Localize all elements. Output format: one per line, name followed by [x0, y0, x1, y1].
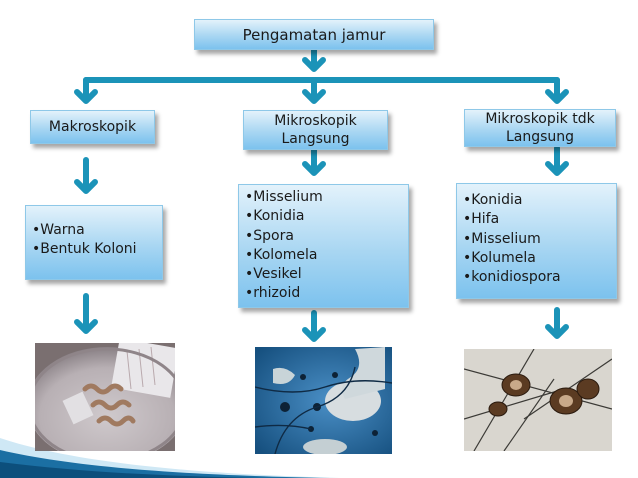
list-box-mikroskopik-langsung: •Misselium •Konidia •Spora •Kolomela •Ve… [238, 184, 409, 308]
list-item: •Konidia [463, 192, 523, 208]
decorative-swoosh [0, 438, 340, 478]
list-item: •Bentuk Koloni [32, 241, 137, 258]
diagram-title: Pengamatan jamur [242, 25, 386, 44]
list-item: •rhizoid [245, 285, 301, 302]
list-item: •Misselium [245, 189, 323, 205]
heading-mikroskopik-tdk-langsung: Mikroskopik tdk Langsung [464, 109, 616, 147]
heading-line-2: Langsung [505, 129, 575, 145]
sporangia-micrograph-photo [464, 349, 612, 451]
list-item: •Hifa [463, 211, 500, 228]
list-item: •Konidia [245, 208, 305, 225]
list-item: •Spora [245, 227, 294, 244]
list-item: •Kolumela [463, 249, 536, 266]
list-box-mikroskopik-tdk-langsung: •Konidia •Hifa •Misselium •Kolumela •kon… [456, 183, 617, 299]
list-item: •Kolomela [245, 246, 318, 263]
list-item: •konidiospora [463, 269, 561, 286]
heading-mikroskopik-langsung: Mikroskopik Langsung [243, 110, 388, 150]
list-item: •Warna [32, 222, 85, 238]
title-box: Pengamatan jamur [194, 19, 434, 50]
heading-makroskopik: Makroskopik [30, 110, 155, 144]
list-item: •Misselium [463, 230, 541, 247]
list-item: •Vesikel [245, 266, 302, 283]
heading-line-1: Mikroskopik [274, 113, 357, 129]
heading-makroskopik-text: Makroskopik [48, 119, 137, 135]
list-box-makroskopik: •Warna •Bentuk Koloni [25, 205, 163, 280]
heading-line-2: Langsung [281, 131, 350, 147]
petri-dish-colony-photo [35, 343, 175, 451]
stained-micrograph-photo [255, 347, 392, 454]
heading-line-1: Mikroskopik tdk [485, 111, 595, 127]
